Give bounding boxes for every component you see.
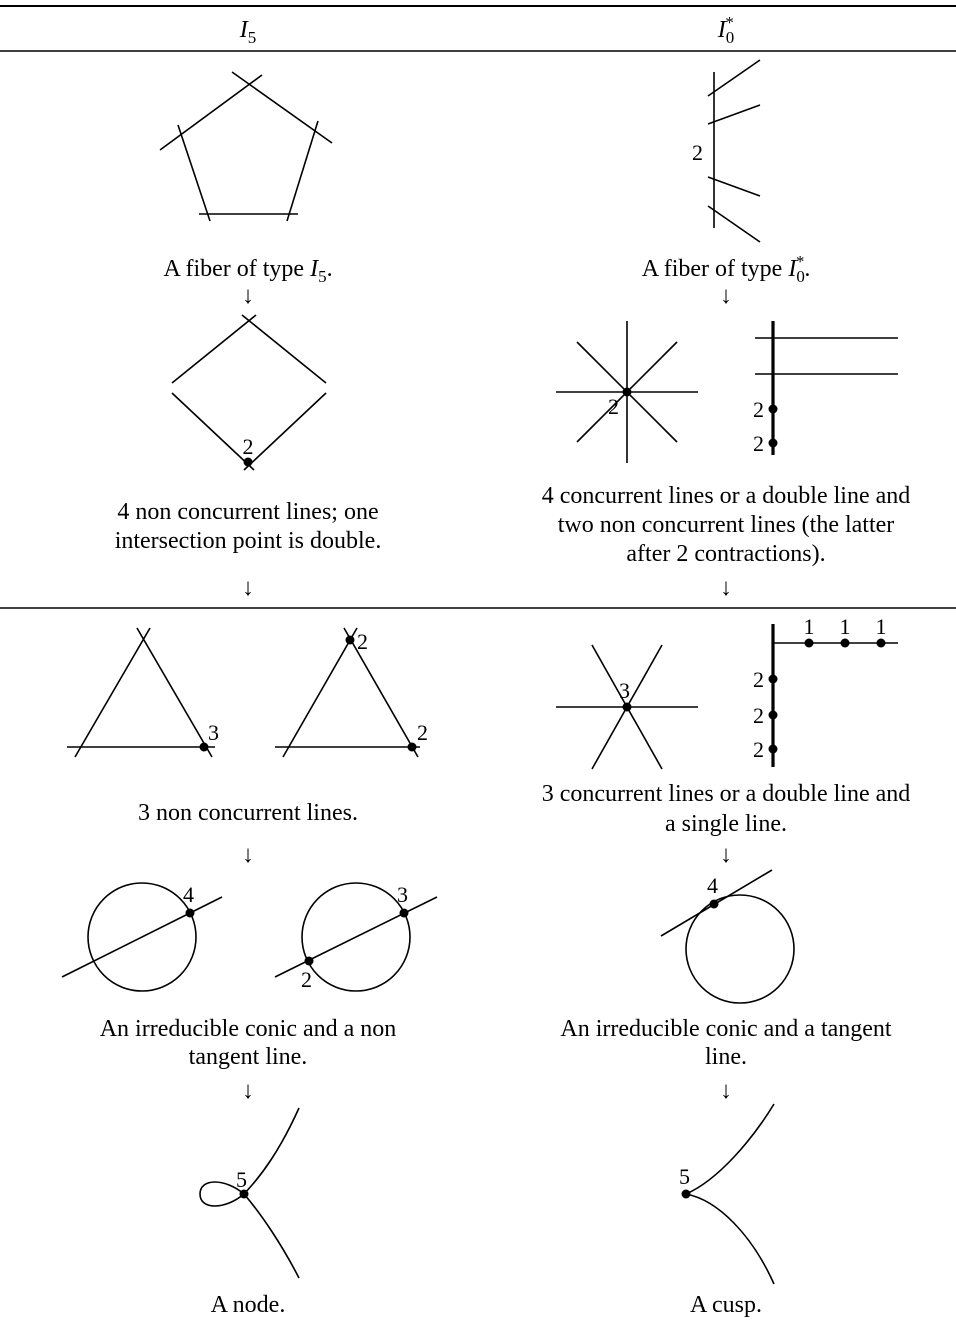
left-caption-4-line1: An irreducible conic and a non [100,1016,397,1042]
label-single-2: 1 [840,614,851,639]
right-caption-2-line3: after 2 contractions). [626,541,825,567]
right-caption-1: A fiber of type I0*. [642,252,811,286]
right-caption-2-line1: 4 concurrent lines or a double line and [542,483,911,509]
right-caption-5: A cusp. [690,1292,762,1318]
arrow-right-2: ↓ [720,575,732,601]
label-triangle-b-right: 2 [417,720,428,745]
label-double-3c: 2 [753,737,764,762]
diamond-diagram [171,314,327,471]
left-caption-2-line1: 4 non concurrent lines; one [117,499,378,525]
pentagon-diagram [159,71,333,222]
label-conic-b-lower: 2 [301,967,312,992]
label-triangle-a: 3 [208,720,219,745]
conic-a-diagram [61,882,223,992]
right-caption-3-line1: 3 concurrent lines or a double line and [542,781,911,807]
arrow-left-4: ↓ [242,1078,254,1104]
label-i0-component: 2 [692,140,703,165]
header-right: I0* [717,13,735,47]
left-caption-3: 3 non concurrent lines. [138,800,358,826]
i0star-diagram [707,59,761,243]
label-double-point: 2 [243,434,254,459]
left-caption-5: A node. [211,1292,286,1318]
triangle-b-diagram [275,627,420,758]
triangle-a-diagram [67,627,215,758]
label-triangle-b-top: 2 [357,629,368,654]
right-caption-4-line2: line. [705,1044,747,1070]
arrow-right-1: ↓ [720,283,732,309]
star4-diagram [556,321,698,463]
conic-tangent-diagram [660,869,795,1004]
left-caption-4-line2: tangent line. [189,1044,308,1070]
label-single-1: 1 [804,614,815,639]
double-line-diagram [755,321,898,455]
label-cusp: 5 [679,1164,690,1189]
double-point-marker [243,457,253,467]
left-caption-1: A fiber of type I5. [163,256,332,286]
node-diagram [199,1107,300,1279]
label-star4: 2 [608,394,619,419]
arrow-left-1: ↓ [242,283,254,309]
label-double-3b: 2 [753,703,764,728]
arrow-left-2: ↓ [242,575,254,601]
label-node: 5 [236,1167,247,1192]
left-caption-2-line2: intersection point is double. [115,528,382,554]
label-double-line-top: 2 [753,397,764,422]
arrow-right-3: ↓ [720,842,732,868]
label-double-3a: 2 [753,667,764,692]
header-left: I5 [239,17,257,47]
double-single-diagram [768,624,898,767]
right-caption-4-line1: An irreducible conic and a tangent [560,1016,892,1042]
arrow-right-4: ↓ [720,1078,732,1104]
label-conic-tangent: 4 [707,873,718,898]
label-conic-b-upper: 3 [397,882,408,907]
right-caption-2-line2: two non concurrent lines (the latter [558,512,895,538]
label-single-3: 1 [876,614,887,639]
cusp-diagram [681,1103,775,1285]
arrow-left-3: ↓ [242,842,254,868]
conic-b-diagram [274,882,438,992]
star3-diagram [556,644,698,770]
right-caption-3-line2: a single line. [665,811,787,837]
label-star3: 3 [619,678,630,703]
label-double-line-bottom: 2 [753,431,764,456]
label-conic-a: 4 [183,882,194,907]
